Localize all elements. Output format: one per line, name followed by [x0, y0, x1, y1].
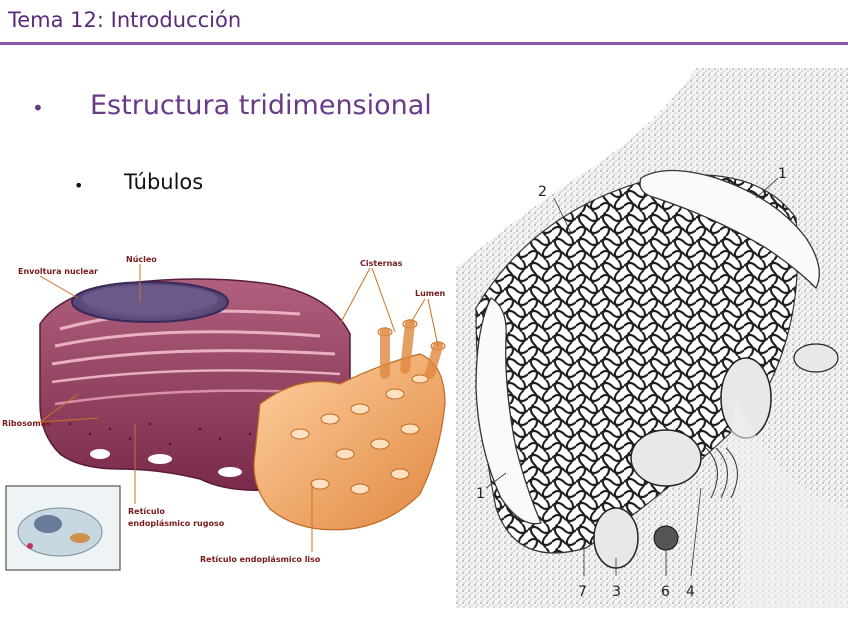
label-reticulo-rugoso-2: endoplásmico rugoso	[128, 519, 225, 528]
callout-number: 3	[612, 584, 621, 600]
label-reticulo-rugoso-1: Retículo	[128, 507, 165, 516]
slide-title: Tema 12: Introducción	[8, 8, 241, 32]
er-electron-micrograph-drawing: 1 2 1 7 3 6 4	[456, 68, 848, 608]
er-3d-illustration: Núcleo Envoltura nuclear Cisternas Lumen…	[0, 254, 456, 574]
callout-number: 2	[538, 184, 547, 200]
callout-number: 1	[778, 166, 787, 182]
callout-number: 7	[578, 584, 587, 600]
callout-number: 4	[686, 584, 695, 600]
label-cisternas: Cisternas	[360, 259, 403, 268]
callout-number: 1	[476, 486, 485, 502]
title-divider	[0, 42, 848, 45]
label-envoltura-nuclear: Envoltura nuclear	[18, 267, 98, 276]
label-ribosomas: Ribosomas	[2, 419, 51, 428]
bullet-heading-structure: Estructura tridimensional	[90, 90, 432, 121]
bullet-marker: •	[74, 176, 83, 195]
bullet-heading-tubules: Túbulos	[124, 170, 203, 194]
label-lumen: Lumen	[415, 289, 446, 298]
callout-number: 6	[661, 584, 670, 600]
label-reticulo-liso: Retículo endoplásmico liso	[200, 555, 321, 564]
bullet-marker: •	[32, 96, 44, 120]
label-nucleo: Núcleo	[126, 255, 157, 264]
